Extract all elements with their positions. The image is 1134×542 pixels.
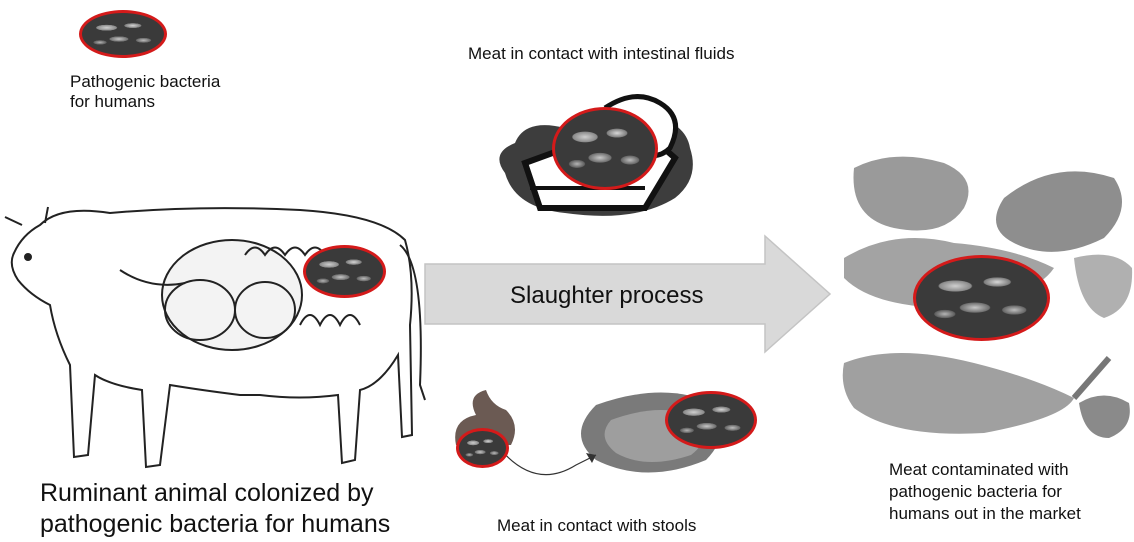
- cow-caption: Ruminant animal colonized by pathogenic …: [40, 478, 390, 541]
- meat-stool-bacteria-icon: [665, 391, 757, 449]
- cow-illustration: [0, 185, 440, 505]
- cow-bacteria-icon: [303, 245, 386, 298]
- meat-stools-caption: Meat in contact with stools: [497, 516, 696, 536]
- legend-label: Pathogenic bacteria for humans: [70, 72, 220, 113]
- meat-intestinal-caption: Meat in contact with intestinal fluids: [468, 44, 734, 64]
- stool-bacteria-icon: [456, 428, 509, 468]
- arrow-label: Slaughter process: [510, 282, 703, 311]
- legend-bacteria-icon: [79, 10, 167, 58]
- steak-bacteria-icon: [552, 107, 658, 190]
- market-bacteria-icon: [913, 255, 1050, 341]
- market-caption: Meat contaminated with pathogenic bacter…: [889, 459, 1081, 525]
